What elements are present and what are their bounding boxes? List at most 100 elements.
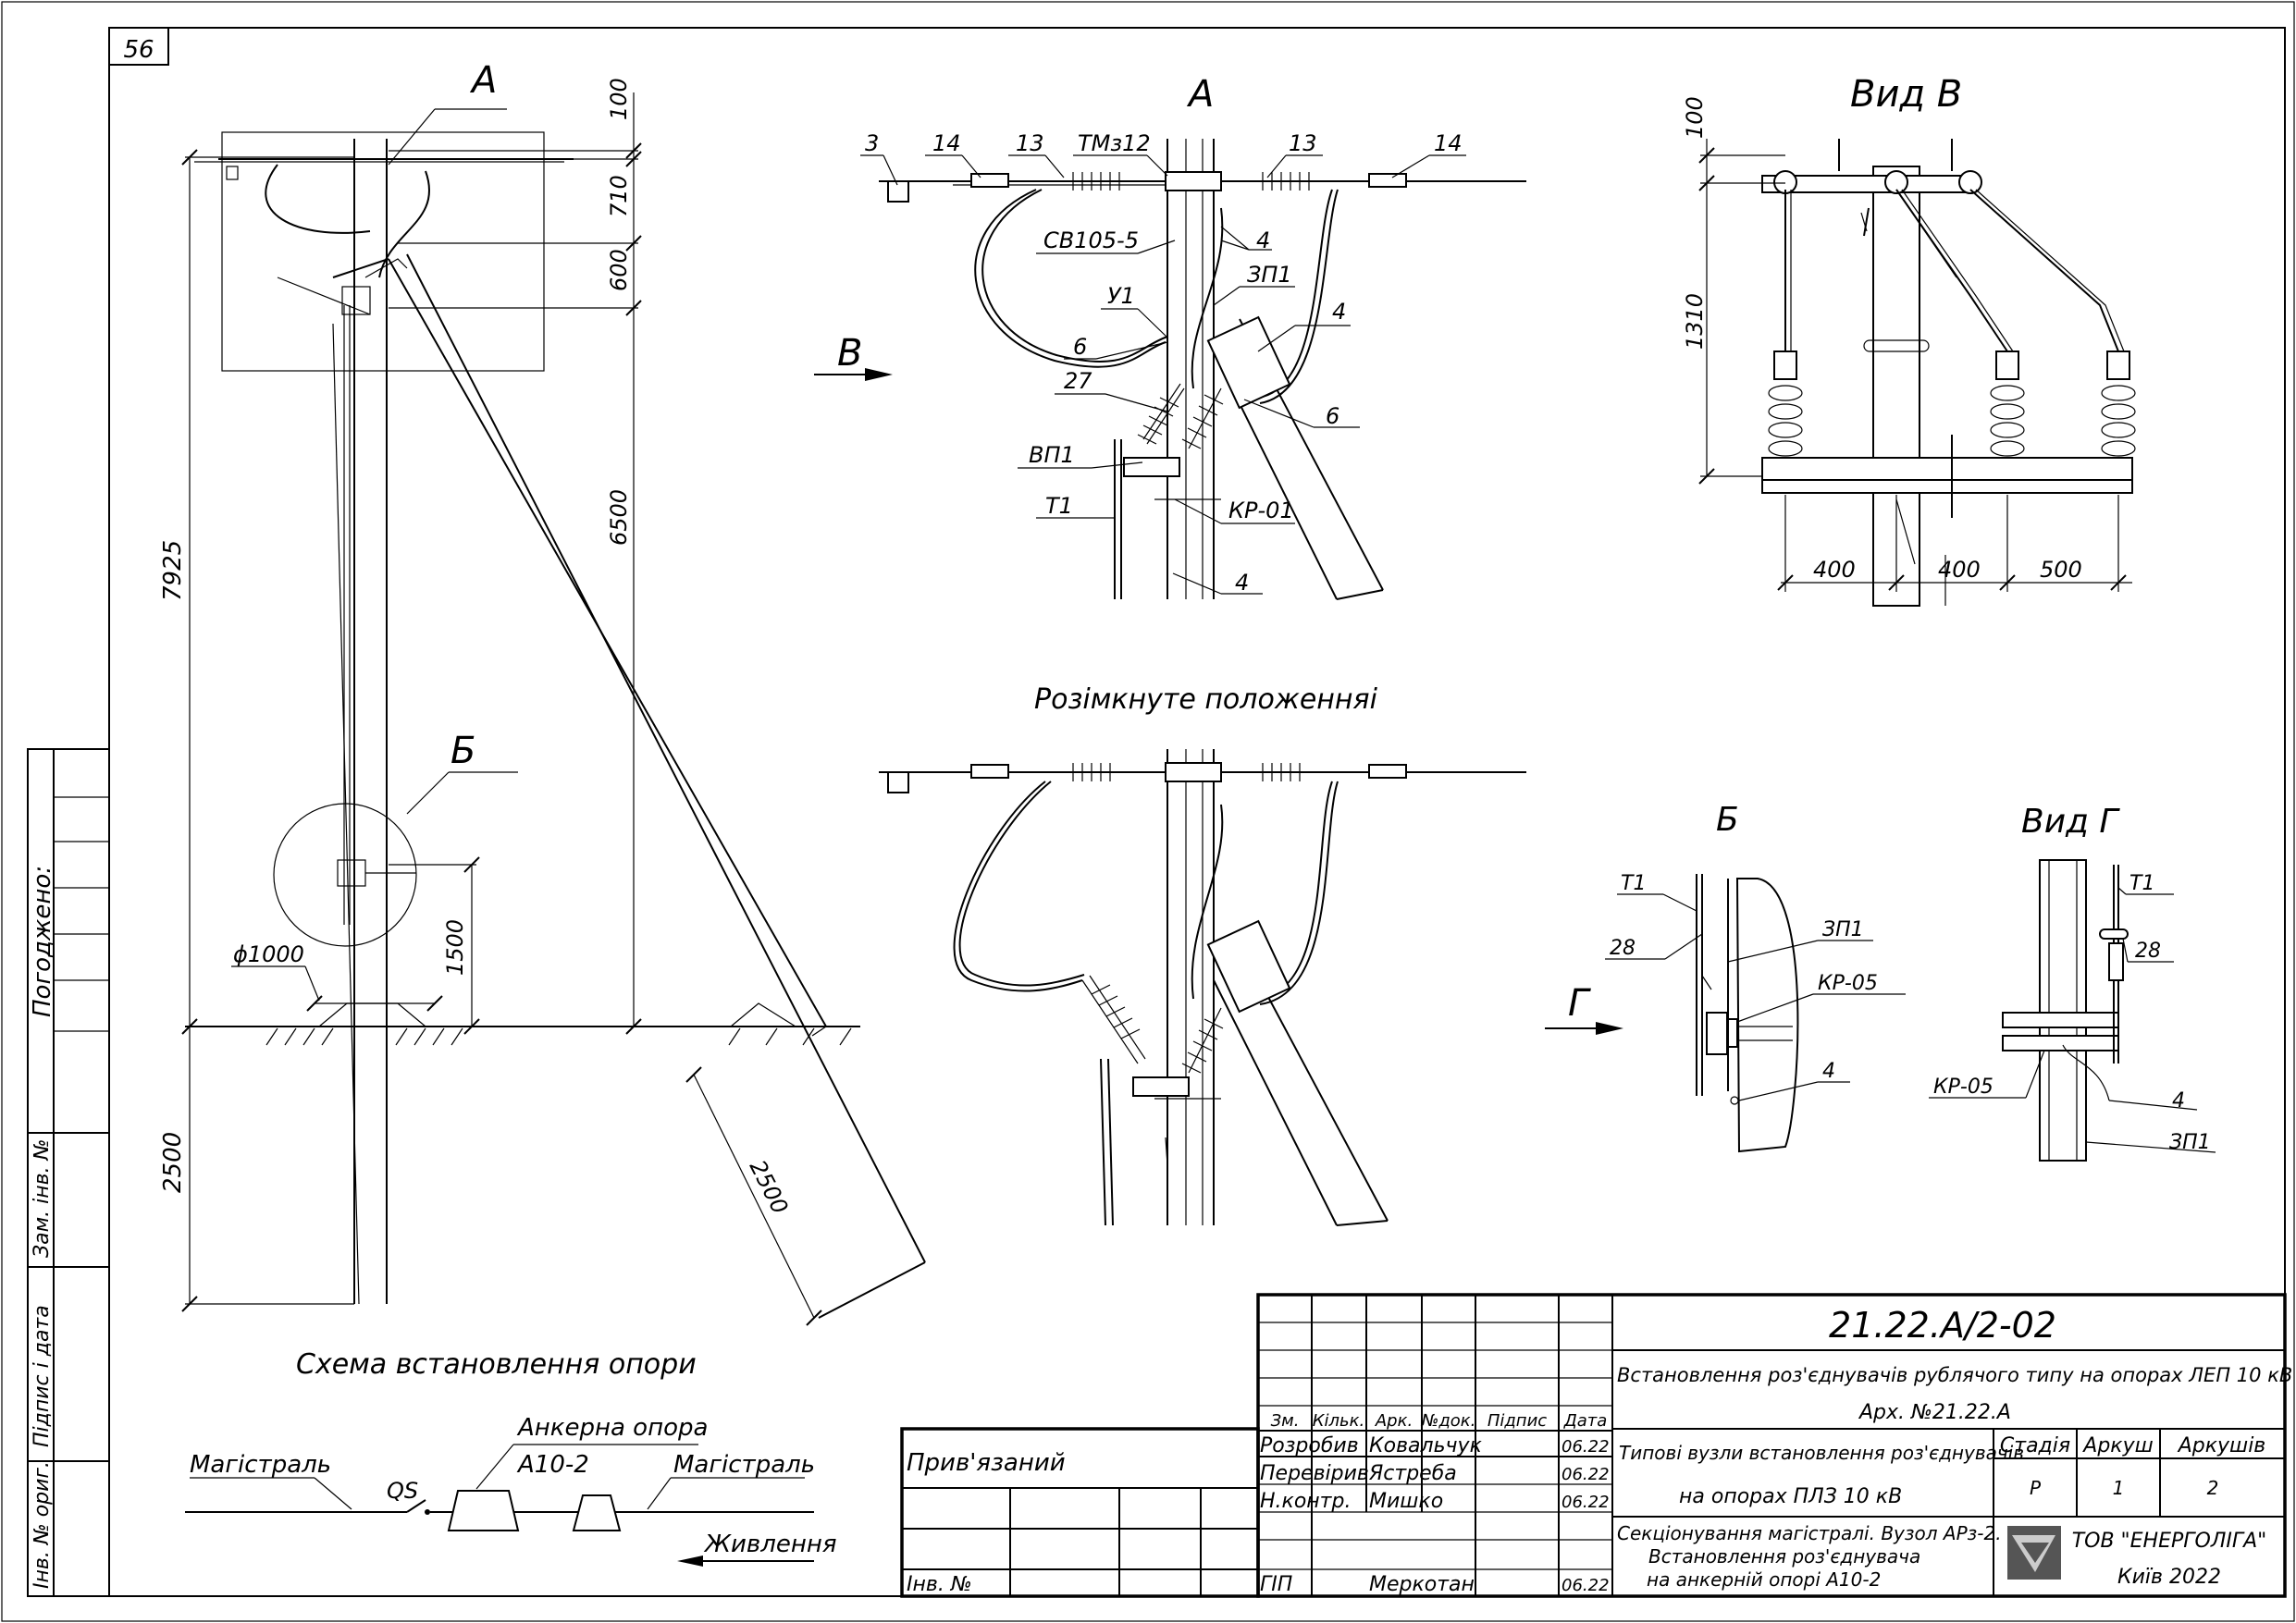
view-v-dim-500: 500 — [2040, 557, 2082, 583]
label-3: 3 — [865, 130, 879, 156]
line-a10: А10-2 — [516, 1451, 589, 1479]
tb-project-1: Типові вузли встановлення роз'єднувачів — [1619, 1442, 2024, 1464]
detail-b-28: 28 — [1610, 937, 1636, 960]
arrow-v-label: В — [837, 332, 862, 375]
tb-stage-h: Стадія — [2000, 1434, 2070, 1457]
orig-inv-label: Інв. № ориг. — [31, 1461, 54, 1589]
tb-sheet-title-1: Секціонування магістралі. Вузол АРз-2. — [1617, 1522, 2002, 1544]
view-g-kr05: КР-05 — [1933, 1076, 1994, 1099]
label-27: 27 — [1064, 368, 1092, 394]
open-position: Розімкнуте положенняі — [879, 683, 1526, 1226]
side-stamp: Погоджено: Зам. інв. № Підпис і дата Інв… — [27, 748, 110, 1597]
view-v-dim-400a: 400 — [1813, 557, 1856, 583]
scheme-title: Схема встановлення опори — [296, 1348, 697, 1381]
label-4b: 4 — [1332, 299, 1346, 325]
tb-sheets-h: Аркушів — [2177, 1434, 2266, 1457]
line-anchor: Анкерна опора — [516, 1414, 708, 1442]
dim-2500-strut: 2500 — [745, 1156, 794, 1218]
view-v-dim-400b: 400 — [1938, 557, 1981, 583]
tb-h-ark: Арк. — [1375, 1411, 1413, 1431]
view-v-dim-100: 100 — [1682, 96, 1708, 139]
dim-phi: ϕ1000 — [233, 941, 304, 967]
view-v-dim-1310: 1310 — [1682, 293, 1708, 350]
label-6a: 6 — [1073, 334, 1087, 360]
label-13a: 13 — [1016, 130, 1044, 156]
view-v-title: Вид В — [1850, 73, 1962, 116]
view-g-4: 4 — [2172, 1089, 2185, 1113]
label-vp1: ВП1 — [1029, 442, 1075, 468]
detail-b-t1: Т1 — [1621, 872, 1646, 895]
line-scheme: Магістраль QS Анкерна опора А10-2 Магіст… — [185, 1414, 836, 1567]
tb-sheet: 1 — [2113, 1477, 2125, 1499]
dim-600: 600 — [606, 249, 632, 291]
pole-scheme: А Б — [159, 59, 926, 1381]
tb-name-1: Ястреба — [1368, 1462, 1457, 1485]
title-block: Прив'язаний Інв. № Зм. Кільк. Арк. №док.… — [900, 1293, 2292, 1598]
view-g-28: 28 — [2135, 940, 2161, 963]
dim-1500: 1500 — [442, 919, 468, 976]
tb-date-0: 06.22 — [1562, 1437, 1610, 1457]
tb-description: Встановлення роз'єднувачів рублячого тип… — [1617, 1364, 2292, 1386]
dim-100: 100 — [606, 78, 632, 120]
label-t1: Т1 — [1045, 493, 1073, 519]
agreed-label: Погоджено: — [29, 866, 56, 1017]
label-4c: 4 — [1235, 570, 1249, 596]
line-supply: Живлення — [703, 1531, 836, 1558]
label-sv: СВ105-5 — [1043, 227, 1139, 253]
tb-bound: Прив'язаний — [907, 1449, 1066, 1477]
tb-sheet-title-3: на анкерній опорі А10-2 — [1647, 1568, 1881, 1591]
detail-a: А — [814, 73, 1526, 600]
label-6b: 6 — [1326, 403, 1339, 429]
tb-project-2: на опорах ПЛЗ 10 кВ — [1679, 1485, 1902, 1508]
tb-sheets: 2 — [2207, 1477, 2219, 1499]
sheet-number: 56 — [123, 36, 154, 64]
label-4a: 4 — [1256, 227, 1270, 253]
tb-city: Київ 2022 — [2117, 1566, 2221, 1589]
label-tmz: ТМз12 — [1078, 130, 1151, 156]
tb-company: ТОВ "ЕНЕРГОЛІГА" — [2072, 1530, 2267, 1553]
label-14b: 14 — [1434, 130, 1463, 156]
detail-b-title: Б — [1716, 801, 1739, 839]
sign-date-label: Підпис і дата — [31, 1305, 54, 1447]
line-main-left: Магістраль — [190, 1451, 331, 1479]
tb-date-1: 06.22 — [1562, 1465, 1610, 1484]
detail-b: Б Т1 28 ЗП1 КР-05 4 Г — [1545, 801, 1906, 1153]
tb-role-2: Н.контр. — [1260, 1490, 1351, 1513]
detail-b-4: 4 — [1822, 1060, 1835, 1083]
scheme-view-b-label: Б — [451, 730, 475, 772]
tb-name-2: Мишко — [1369, 1490, 1443, 1513]
dim-2500: 2500 — [159, 1132, 187, 1193]
tb-code: 21.22.A/2-02 — [1829, 1305, 2056, 1346]
company-logo — [2007, 1526, 2061, 1580]
dim-7925: 7925 — [159, 540, 187, 601]
tb-role-3: ГІП — [1260, 1573, 1292, 1596]
tb-date-3: 06.22 — [1562, 1576, 1610, 1595]
replace-inv-label: Зам. інв. № — [31, 1139, 54, 1259]
tb-h-pidpys: Підпис — [1487, 1411, 1547, 1431]
detail-b-kr05: КР-05 — [1818, 972, 1878, 995]
tb-name-3: Меркотан — [1369, 1573, 1475, 1596]
tb-sheet-h: Аркуш — [2081, 1434, 2153, 1457]
tb-h-kilk: Кільк. — [1313, 1411, 1365, 1431]
dim-710: 710 — [606, 175, 632, 217]
tb-sheet-title-2: Встановлення роз'єднувача — [1648, 1545, 1920, 1568]
tb-stage: Р — [2030, 1477, 2042, 1499]
tb-role-1: Перевірив — [1260, 1462, 1369, 1485]
label-kr01: КР-01 — [1228, 498, 1294, 523]
view-g-t1: Т1 — [2129, 872, 2154, 895]
label-13b: 13 — [1289, 130, 1317, 156]
line-main-right: Магістраль — [673, 1451, 815, 1479]
arrow-g-label: Г — [1568, 982, 1591, 1025]
scheme-view-a-label: А — [469, 59, 497, 102]
tb-role-0: Розробив — [1260, 1434, 1359, 1457]
open-position-title: Розімкнуте положенняі — [1034, 683, 1378, 716]
tb-name-0: Ковальчук — [1369, 1434, 1483, 1457]
detail-a-title: А — [1186, 73, 1214, 116]
tb-date-2: 06.22 — [1562, 1493, 1610, 1512]
view-g: Вид Г Т1 28 КР-05 4 ЗП1 — [1929, 803, 2216, 1162]
view-g-title: Вид Г — [2021, 803, 2120, 841]
view-v: Вид В — [1682, 73, 2136, 607]
tb-h-data: Дата — [1563, 1411, 1608, 1431]
tb-h-zm: Зм. — [1271, 1411, 1300, 1431]
dim-6500: 6500 — [606, 489, 632, 546]
